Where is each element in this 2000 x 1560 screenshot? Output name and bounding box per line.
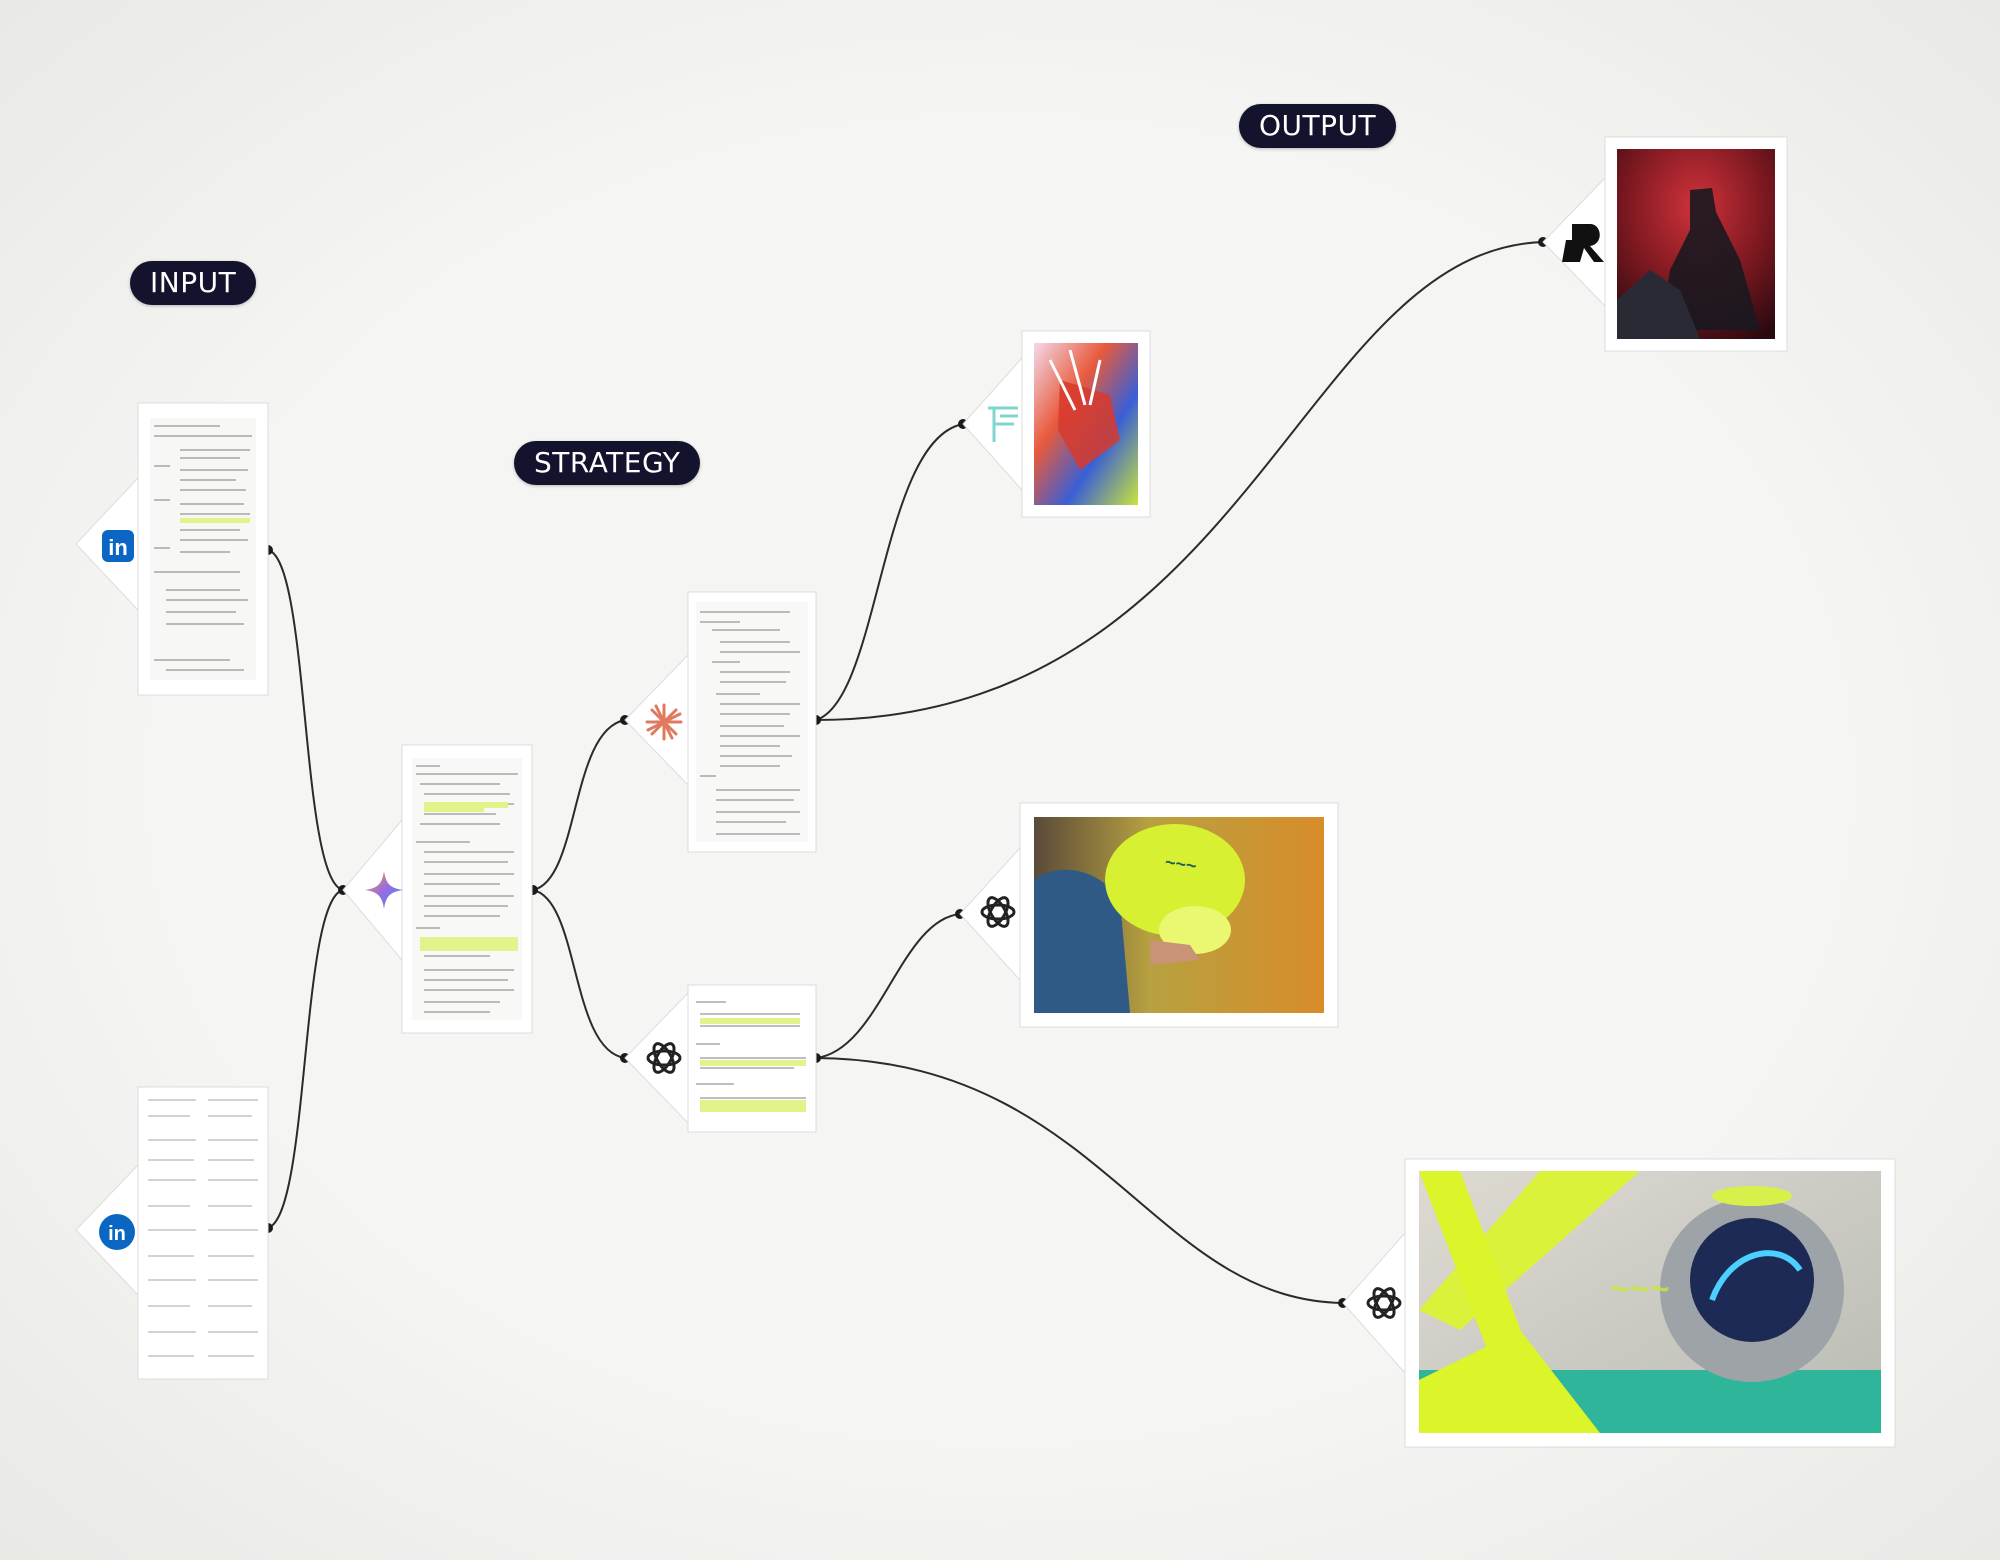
output-openai-image-node[interactable]: ~~~ [959, 802, 1339, 1028]
openai-icon [1366, 1287, 1402, 1319]
connector-claude-flux [815, 423, 964, 721]
output-openai-image-2-node[interactable]: ~~~ [1342, 1158, 1896, 1448]
doc-lines [154, 425, 252, 671]
image-person-left [1034, 869, 1130, 1013]
linkedin-icon: in [102, 530, 134, 562]
connector-claude-recraft [815, 241, 1544, 721]
output-section-label: OUTPUT [1239, 104, 1397, 148]
image-figure [1058, 380, 1120, 470]
strategy-doc-node[interactable] [342, 744, 533, 1034]
image-held-object [1159, 906, 1231, 954]
image-yellow-jacket [1105, 824, 1245, 936]
image-helmet-visor [1690, 1218, 1814, 1342]
strategy-section-label: STRATEGY [514, 441, 701, 485]
svg-text:in: in [108, 535, 128, 560]
connector-strategy-openai [532, 889, 626, 1059]
openai-icon [980, 896, 1016, 928]
doc-highlight [700, 1060, 806, 1066]
linkedin-icon: in [99, 1214, 135, 1250]
strategy-claude-doc-node[interactable] [624, 591, 817, 853]
doc-lines [416, 765, 518, 1013]
doc-highlight [420, 937, 518, 951]
output-flux-image-node[interactable] [962, 330, 1151, 518]
connector-input1-strategy [267, 549, 344, 891]
image-visor-glow [1709, 1250, 1803, 1302]
image-jacket-print: ~~~ [1164, 852, 1198, 876]
image-rocks [1617, 270, 1700, 339]
doc-highlight [424, 808, 484, 812]
input-doc-node-2[interactable]: in [75, 1086, 269, 1380]
image-hands [1150, 940, 1200, 965]
image-helmet-top [1712, 1186, 1792, 1206]
image-figure [1660, 188, 1760, 330]
svg-text:in: in [108, 1223, 126, 1245]
doc-highlight [700, 1100, 806, 1112]
doc-highlight [700, 1018, 800, 1024]
connector-input2-strategy [267, 889, 344, 1229]
doc-lines [148, 1099, 258, 1357]
image-neon-stripe [1419, 1171, 1640, 1330]
connector-openai-image [815, 913, 961, 1059]
claude-asterisk-icon [645, 703, 683, 741]
strategy-openai-doc-node[interactable] [624, 984, 817, 1133]
doc-highlight [424, 802, 508, 808]
input-doc-node-1[interactable]: in [75, 402, 269, 696]
image-neon-stripe [1419, 1330, 1600, 1433]
flux-icon [988, 406, 1018, 442]
recraft-icon [1562, 224, 1604, 262]
image-neon-text: ~~~ [1610, 1270, 1670, 1308]
connector-strategy-claude [532, 719, 626, 891]
image-spikes [1048, 349, 1102, 411]
input-section-label: INPUT [130, 261, 257, 305]
doc-highlight [180, 518, 250, 523]
doc-lines [700, 611, 800, 835]
doc-card [137, 1086, 269, 1380]
connectors [267, 241, 1544, 1304]
connector-openai-helmet [815, 1057, 1344, 1304]
gemini-sparkle-icon [365, 871, 403, 909]
output-recraft-image-node[interactable] [1542, 136, 1788, 352]
openai-icon [646, 1042, 682, 1074]
